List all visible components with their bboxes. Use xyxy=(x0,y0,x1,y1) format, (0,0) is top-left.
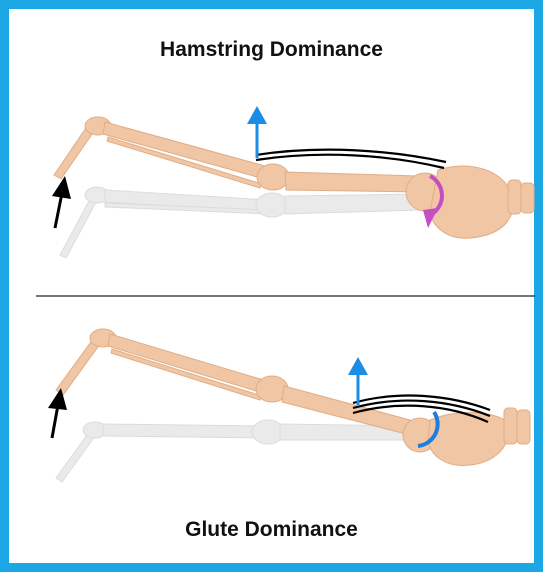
up-arrow-icon xyxy=(348,357,368,405)
hamstring-band-top xyxy=(256,150,446,168)
lift-arrow-icon xyxy=(52,176,71,228)
ghost-leg-bottom xyxy=(56,420,420,482)
lift-arrow-icon xyxy=(48,388,67,438)
ghost-leg-top xyxy=(60,187,420,258)
top-panel xyxy=(52,106,534,258)
up-arrow-icon xyxy=(247,106,267,158)
lifted-leg-bottom xyxy=(56,329,530,465)
bottom-panel xyxy=(48,329,530,482)
lifted-leg-top xyxy=(54,117,534,238)
